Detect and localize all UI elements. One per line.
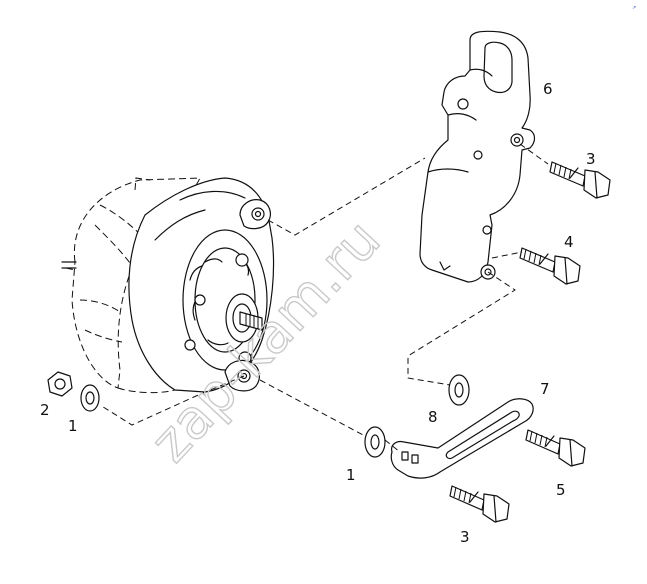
bolt-right — [525, 429, 586, 467]
callout-nut: 2 — [40, 401, 50, 419]
washer-left — [80, 384, 100, 412]
callout-bolt-lower: 3 — [460, 528, 470, 546]
washer-mid — [364, 426, 386, 458]
callout-washer-small: 8 — [428, 408, 438, 426]
upper-bracket — [419, 30, 536, 283]
washer-small — [448, 374, 470, 406]
nut — [47, 371, 73, 397]
callout-washer-mid: 1 — [346, 466, 356, 484]
callout-washer-left: 1 — [68, 417, 78, 435]
callout-bolt-mid: 4 — [564, 233, 574, 251]
callout-adjust-bar: 7 — [540, 380, 550, 398]
bolt-mid — [519, 247, 581, 285]
callout-bolt-right: 5 — [556, 481, 566, 499]
alternator — [61, 177, 275, 394]
callout-bolt-upper: 3 — [586, 150, 596, 168]
adjusting-bar — [390, 398, 534, 479]
callout-bracket-upper: 6 — [543, 80, 553, 98]
leader-lines — [99, 143, 549, 453]
bolt-upper — [549, 161, 611, 199]
bolt-lower — [449, 485, 510, 523]
corner-mark: ↗ — [632, 5, 636, 11]
